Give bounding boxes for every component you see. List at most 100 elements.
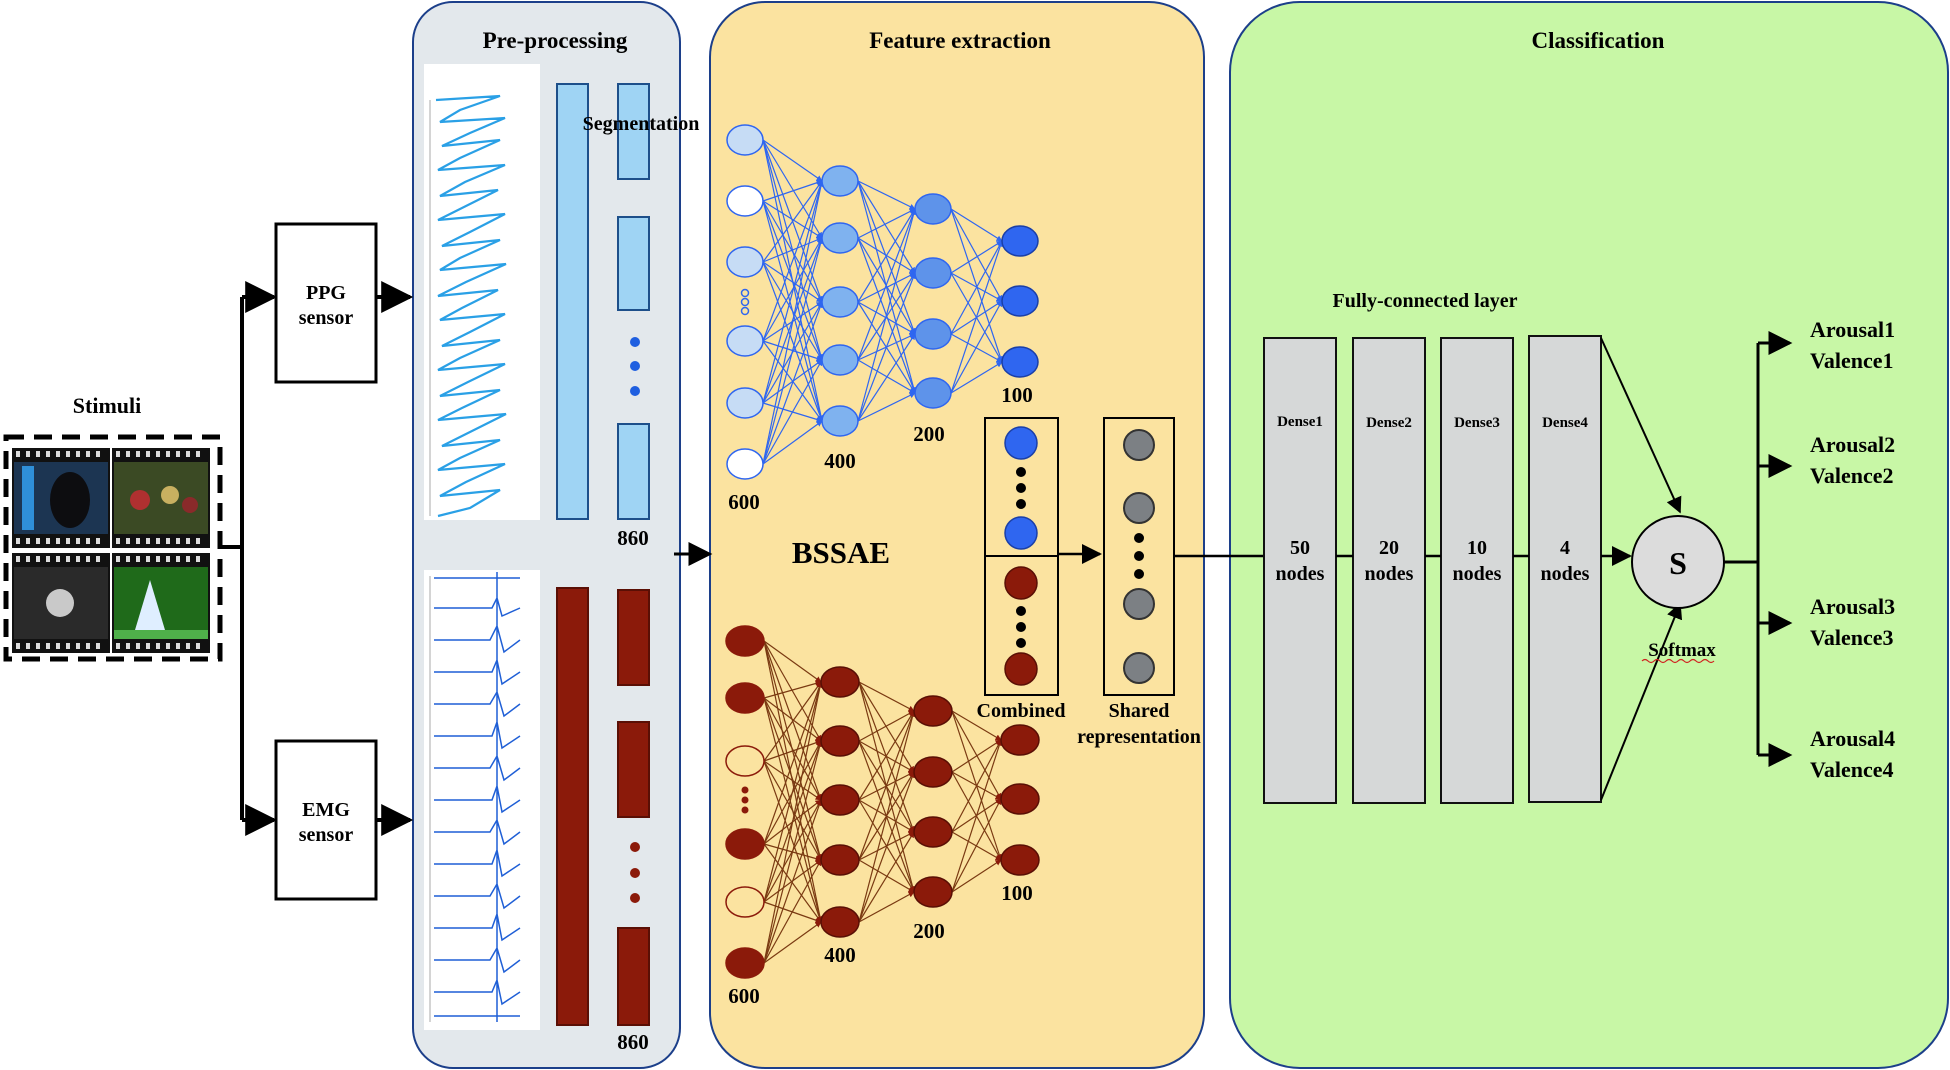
emg-autoencoder-network	[725, 625, 1040, 979]
ppg-edge	[857, 208, 916, 303]
combined-ppg-nodes	[1004, 426, 1038, 550]
ppg-edge	[762, 180, 823, 263]
stimuli-connectors	[220, 281, 278, 836]
emg-node-l2	[820, 906, 860, 938]
dense1-nodes-count: 50	[1290, 537, 1310, 559]
emg-edge	[951, 710, 1002, 800]
output-1-valence: Valence1	[1810, 348, 1894, 373]
ppg-node-l1	[726, 325, 764, 357]
ppg-edge	[857, 392, 916, 422]
ppg-layer-400-label: 400	[824, 449, 856, 473]
ppg-edge	[950, 208, 1003, 302]
ppg-edge	[857, 180, 916, 210]
emg-input-ellipsis	[741, 786, 749, 814]
emg-edge	[858, 710, 915, 861]
ppg-edge	[762, 261, 823, 422]
ppg-edge	[762, 237, 823, 263]
emg-edge	[763, 760, 822, 861]
emg-edge	[763, 859, 822, 964]
emg-edge	[763, 640, 822, 683]
emg-node-l4	[1000, 844, 1040, 876]
emg-edge	[858, 681, 915, 712]
sensor-to-preprocessing-arrows	[376, 281, 414, 836]
emg-layer-400-label: 400	[824, 943, 856, 967]
ppg-edge	[950, 240, 1004, 394]
emg-edge	[763, 640, 822, 742]
emg-edge	[763, 681, 823, 903]
ppg-length-label: 860	[617, 526, 649, 550]
dense4-nodes-unit: nodes	[1541, 563, 1590, 585]
emg-node-l1	[725, 682, 765, 714]
dense2-box	[1352, 337, 1426, 804]
emg-edge	[858, 710, 915, 742]
output-2-valence: Valence2	[1810, 463, 1894, 488]
emg-segment-ellipsis	[630, 842, 640, 903]
emg-node-l2	[820, 844, 860, 876]
emg-sensor-label: EMG	[302, 799, 350, 821]
output-4-valence: Valence4	[1810, 757, 1894, 782]
softmax-symbol: S	[1669, 545, 1687, 581]
emg-edge	[858, 771, 915, 923]
emg-edge	[763, 697, 823, 861]
ppg-edge	[950, 208, 1003, 242]
ppg-node-l2	[821, 286, 859, 318]
ppg-node-l3	[914, 193, 952, 225]
ppg-edge	[857, 180, 916, 335]
ppg-node-l3	[914, 318, 952, 350]
ppg-edge	[762, 180, 823, 342]
ppg-node-l2	[821, 222, 859, 254]
emg-edge	[763, 799, 823, 964]
emg-node-l3	[913, 816, 953, 848]
output-3-arousal: Arousal3	[1810, 594, 1895, 619]
ppg-node-l1	[726, 185, 764, 217]
dense3-nodes-unit: nodes	[1453, 563, 1502, 585]
emg-node-l3	[913, 695, 953, 727]
emg-sensor-sublabel: sensor	[299, 824, 354, 846]
dense1-nodes-unit: nodes	[1276, 563, 1325, 585]
emg-edge	[951, 739, 1003, 893]
dense1-box	[1263, 337, 1337, 804]
ppg-edge	[857, 208, 917, 422]
output-2-arousal: Arousal2	[1810, 432, 1895, 457]
emg-edge	[763, 681, 822, 762]
ppg-node-l1	[726, 387, 764, 419]
emg-node-l1	[725, 886, 765, 918]
emg-edge	[763, 760, 823, 923]
ppg-edge	[762, 301, 823, 465]
emg-edge	[951, 798, 1002, 893]
ppg-autoencoder-network	[726, 124, 1039, 480]
preprocessing-title: Pre-processing	[483, 28, 628, 53]
emg-edge	[858, 681, 915, 773]
ppg-edge	[857, 208, 916, 361]
ppg-node-l4	[1001, 225, 1039, 257]
ppg-edge	[950, 240, 1003, 274]
classification-title: Classification	[1532, 28, 1665, 53]
emg-edge	[763, 697, 822, 742]
emg-segment-2	[617, 721, 650, 818]
emg-segment-1	[617, 589, 650, 686]
dense3-nodes-count: 10	[1467, 537, 1487, 559]
ppg-segment-ellipsis	[630, 337, 640, 396]
dense2-nodes-count: 20	[1379, 537, 1399, 559]
softmax-label: Softmax	[1648, 640, 1716, 661]
emg-layer-600-label: 600	[728, 984, 760, 1008]
ppg-layer-600-label: 600	[728, 490, 760, 514]
shared-sublabel: representation	[1077, 726, 1201, 748]
segmentation-label: Segmentation	[583, 113, 700, 135]
ppg-segment-n	[617, 423, 650, 520]
ppg-edge	[762, 420, 823, 465]
dense3-box	[1440, 337, 1514, 804]
emg-layer-200-label: 200	[913, 919, 945, 943]
emg-node-l4	[1000, 783, 1040, 815]
emg-edge	[763, 681, 823, 845]
softmax-output-arrows	[1724, 331, 1793, 767]
ppg-edge	[857, 272, 916, 303]
output-4-arousal: Arousal4	[1810, 726, 1895, 751]
emg-edge	[858, 710, 916, 923]
ppg-edge	[950, 361, 1003, 394]
emg-edge	[763, 739, 822, 762]
emg-edge	[763, 640, 823, 923]
emg-edge	[951, 739, 1002, 773]
ppg-edge	[762, 237, 824, 465]
ppg-edge	[857, 272, 916, 422]
